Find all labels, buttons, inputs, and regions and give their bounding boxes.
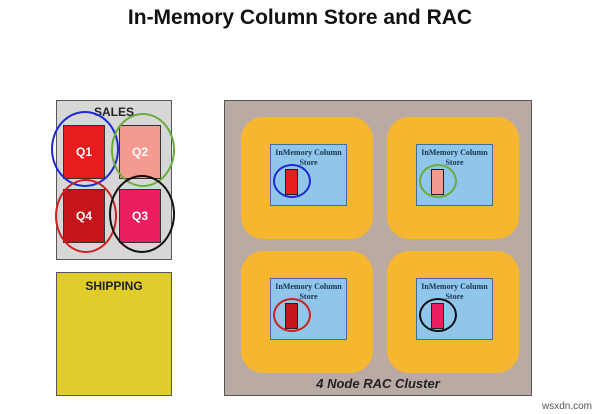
rac-node-3: InMemory Column Store <box>241 251 373 373</box>
column-store-label: InMemory Column Store <box>275 148 342 167</box>
inmemory-column-store: InMemory Column Store <box>270 278 347 340</box>
inmemory-column-store: InMemory Column Store <box>416 278 493 340</box>
column-store-label: InMemory Column Store <box>421 148 488 167</box>
chunk-ring <box>419 164 457 198</box>
quarter-q2: Q2 <box>119 125 161 179</box>
inmemory-column-store: InMemory Column Store <box>416 144 493 206</box>
quarter-q4: Q4 <box>63 189 105 243</box>
quarter-q4-label: Q4 <box>75 209 92 223</box>
cluster-label: 4 Node RAC Cluster <box>316 376 440 391</box>
quarter-q3: Q3 <box>119 189 161 243</box>
chunk-ring <box>273 164 311 198</box>
quarter-q2-label: Q2 <box>131 145 148 159</box>
shipping-label: SHIPPING <box>85 279 143 293</box>
chunk-ring <box>273 298 311 332</box>
sales-label: SALES <box>93 105 134 119</box>
shipping-table: SHIPPING <box>56 272 172 396</box>
quarter-q1-label: Q1 <box>75 145 92 159</box>
quarter-q1: Q1 <box>63 125 105 179</box>
rac-cluster: InMemory Column Store InMemory Column St… <box>224 100 532 396</box>
chunk-ring <box>419 298 457 332</box>
rac-node-1: InMemory Column Store <box>241 117 373 239</box>
sales-table: SALES Q1 Q2 Q4 Q3 <box>51 100 175 260</box>
column-store-label: InMemory Column Store <box>421 282 488 301</box>
column-store-label: InMemory Column Store <box>275 282 342 301</box>
watermark: wsxdn.com <box>541 401 592 412</box>
diagram-title: In-Memory Column Store and RAC <box>127 6 473 29</box>
inmemory-column-store: InMemory Column Store <box>270 144 347 206</box>
quarter-q3-label: Q3 <box>131 209 148 223</box>
rac-node-2: InMemory Column Store <box>387 117 519 239</box>
rac-node-4: InMemory Column Store <box>387 251 519 373</box>
